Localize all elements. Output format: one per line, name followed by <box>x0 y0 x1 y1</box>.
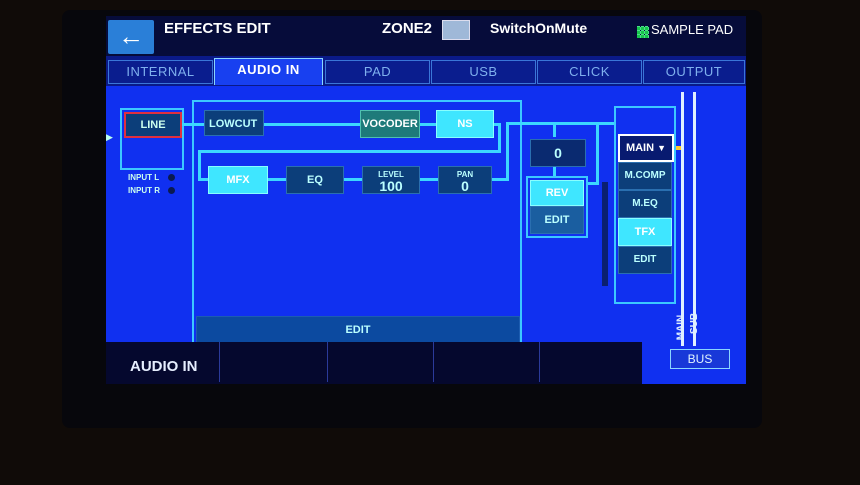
wire <box>506 122 616 125</box>
level-meter <box>602 182 608 286</box>
footer-divider <box>219 342 220 382</box>
sub-bus-line <box>693 92 696 346</box>
pad-grid-icon <box>637 26 649 38</box>
level-value: 100 <box>379 178 403 194</box>
tab-internal[interactable]: INTERNAL <box>108 60 213 84</box>
footer-bar <box>106 342 642 384</box>
wire <box>342 178 362 181</box>
pan-block[interactable]: PAN 0 <box>438 166 492 194</box>
wire <box>182 123 204 126</box>
main-bus-line <box>681 92 684 346</box>
wire <box>418 178 438 181</box>
tab-pad[interactable]: PAD <box>325 60 430 84</box>
preset-name: SwitchOnMute <box>490 20 588 36</box>
sub-bus-label: SUB <box>689 312 701 335</box>
level-block[interactable]: LEVEL 100 <box>362 166 420 194</box>
wire <box>586 182 599 185</box>
ns-block[interactable]: NS <box>436 110 494 138</box>
reverb-frame <box>526 176 588 238</box>
wire <box>553 166 556 178</box>
footer-divider <box>327 342 328 382</box>
master-frame <box>614 106 676 304</box>
lowcut-block[interactable]: LOWCUT <box>204 110 264 136</box>
input-r-led <box>168 187 175 194</box>
input-arrow-icon: ▶ <box>106 132 113 142</box>
m-eq-block[interactable]: M.EQ <box>618 190 672 218</box>
wire <box>266 178 286 181</box>
rev-send-value[interactable]: 0 <box>530 139 586 167</box>
tfx-block[interactable]: TFX <box>618 218 672 246</box>
master-edit-button[interactable]: EDIT <box>618 246 672 274</box>
wire <box>602 122 616 125</box>
wire <box>490 178 506 181</box>
m-comp-block[interactable]: M.COMP <box>618 162 672 190</box>
tab-output[interactable]: OUTPUT <box>643 60 745 84</box>
wire <box>198 150 201 180</box>
footer-label: AUDIO IN <box>130 358 198 375</box>
mfx-block[interactable]: MFX <box>208 166 268 194</box>
output-indicator <box>676 146 682 150</box>
pan-value: 0 <box>461 178 469 194</box>
input-frame <box>120 108 184 170</box>
input-l-led <box>168 174 175 181</box>
eq-block[interactable]: EQ <box>286 166 344 194</box>
vocoder-block[interactable]: VOCODER <box>360 110 420 138</box>
input-r-label: INPUT R <box>128 186 160 195</box>
output-select-value: MAIN <box>625 142 655 154</box>
footer-divider <box>539 342 540 382</box>
rev-edit-button[interactable]: EDIT <box>530 206 584 234</box>
footer-divider <box>433 342 434 382</box>
wire <box>498 123 501 151</box>
tab-click[interactable]: CLICK <box>537 60 642 84</box>
tab-usb[interactable]: USB <box>431 60 536 84</box>
wire <box>506 122 509 181</box>
touch-screen: ← EFFECTS EDIT ZONE2 SwitchOnMute SAMPLE… <box>106 16 746 384</box>
level-label: LEVEL <box>378 170 404 179</box>
main-bus-label: MAIN <box>675 314 687 341</box>
sample-pad-button[interactable]: SAMPLE PAD <box>651 22 734 37</box>
wire <box>198 178 210 181</box>
tab-audio-in[interactable]: AUDIO IN <box>214 58 323 85</box>
pan-label: PAN <box>456 170 474 179</box>
output-select[interactable]: MAIN ▼ <box>618 134 674 162</box>
wire <box>492 123 498 126</box>
page-title: EFFECTS EDIT <box>164 20 271 37</box>
back-button[interactable]: ← <box>108 20 154 54</box>
input-l-label: INPUT L <box>128 173 160 182</box>
zone-label: ZONE2 <box>382 20 433 37</box>
wire <box>418 123 438 126</box>
back-arrow-icon: ← <box>118 21 144 51</box>
dropdown-triangle-icon: ▼ <box>657 143 667 153</box>
wire <box>596 122 599 182</box>
bus-button[interactable]: BUS <box>670 349 730 369</box>
wire <box>264 123 360 126</box>
chain-edit-button[interactable]: EDIT <box>196 316 520 344</box>
wire <box>198 150 501 153</box>
rev-block[interactable]: REV <box>530 180 584 206</box>
line-input-button[interactable]: LINE <box>124 112 182 138</box>
zone-icon <box>442 20 470 40</box>
wire <box>553 122 556 137</box>
